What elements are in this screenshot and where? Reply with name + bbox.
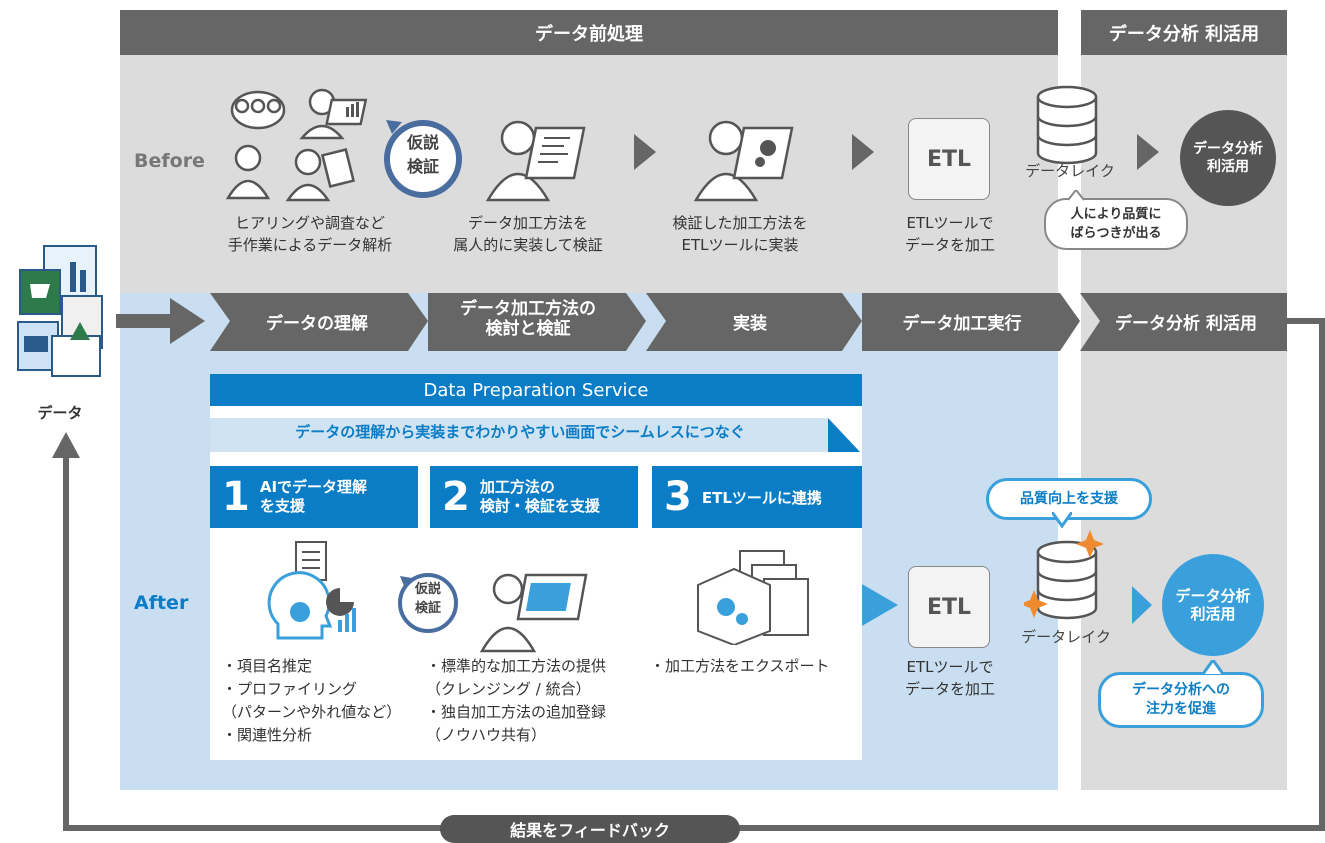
arrow-right-icon [852,134,874,170]
flow-step-3-label: 実装 [733,314,767,334]
after-analysis-circle: データ分析 利活用 [1162,554,1264,656]
before-datalake-label: データレイク [1025,162,1115,180]
before-etl-box: ETL [908,118,990,200]
feature-1-box: 1 AIでデータ理解 を支援 [210,466,418,528]
person-coding-icon [485,120,586,202]
after-datalake-label: データレイク [1021,628,1111,646]
flow-step-4-label: データ加工実行 [902,314,1022,334]
feature-2-box: 2 加工方法の 検討・検証を支援 [430,466,638,528]
after-hypothesis-label: 仮説 検証 [414,582,441,616]
feature-1-title: AIでデータ理解 を支援 [259,478,368,515]
flow-step-1-label: データの理解 [266,314,368,334]
feature-3-number: 3 [664,474,692,520]
before-step-3: 検証した加工方法を ETLツールに実装 [672,214,808,254]
after-etl-box: ETL [908,566,990,648]
bubble-tail [1068,190,1084,201]
data-source-label: データ [37,404,83,422]
header-preprocess: データ前処理 [120,10,1058,55]
chevron-step-5 [1080,293,1287,351]
feature-3-box: 3 ETLツールに連携 [652,466,862,528]
hypothesis-cycle-icon [384,120,462,198]
service-subtitle: データの理解から実装までわかりやすい画面でシームレスにつなぐ [295,423,745,441]
feature-2-number: 2 [442,474,470,520]
person-gear-icon [693,120,794,202]
header-analysis: データ分析 利活用 [1081,10,1287,55]
preprocess-panel [120,55,1058,293]
bubble-tail [1203,660,1223,675]
before-analysis-circle: データ分析 利活用 [1180,110,1276,206]
feature-2-details: ・標準的な加工方法の提供 （クレンジング / 統合） ・独自加工方法の追加登録 … [426,657,607,744]
arrow-right-icon [634,134,656,170]
service-title: Data Preparation Service [210,374,862,406]
feature-1-number: 1 [222,474,250,520]
before-step-1: ヒアリングや調査など 手作業によるデータ解析 [227,214,393,254]
before-quality-bubble: 人により品質に ばらつきが出る [1044,198,1188,250]
chevron-step-1 [210,293,428,351]
flow-step-5-label: データ分析 利活用 [1115,314,1257,334]
database-icon [1036,85,1098,165]
before-label: Before [134,150,205,172]
chevron-step-4 [862,293,1080,351]
focus-analysis-bubble: データ分析への 注力を促進 [1098,672,1264,728]
feedback-label: 結果をフィードバック [440,815,740,843]
service-subtitle-arrow [210,418,860,452]
database-icon [1024,530,1104,620]
data-documents-icon [17,245,103,377]
bubble-tail [1052,512,1072,528]
after-etl-caption: ETLツールで データを加工 [904,658,995,698]
feature-3-details: ・加工方法をエクスポート [650,657,830,675]
before-step-4: ETLツールで データを加工 [904,214,995,254]
chevron-step-2 [428,293,646,351]
hypothesis-cycle-icon [398,573,458,633]
flow-step-2-label: データ加工方法の 検討と検証 [460,299,596,339]
arrow-right-icon [1137,134,1159,170]
feature-1-details: ・項目名推定 ・プロファイリング （パターンや外れ値など） ・関連性分析 [222,657,402,744]
feature-2-title: 加工方法の 検討・検証を支援 [479,478,600,515]
before-step-2: データ加工方法を 属人的に実装して検証 [453,214,603,254]
after-label: After [134,592,189,614]
person-monitor-icon [480,573,588,653]
feature-3-title: ETLツールに連携 [701,488,822,507]
gear-documents-icon [697,550,809,645]
chevron-step-3 [646,293,862,351]
before-hypothesis-label: 仮説 検証 [406,133,439,176]
ai-head-icon [267,541,356,640]
manual-analysis-icon [225,88,368,202]
